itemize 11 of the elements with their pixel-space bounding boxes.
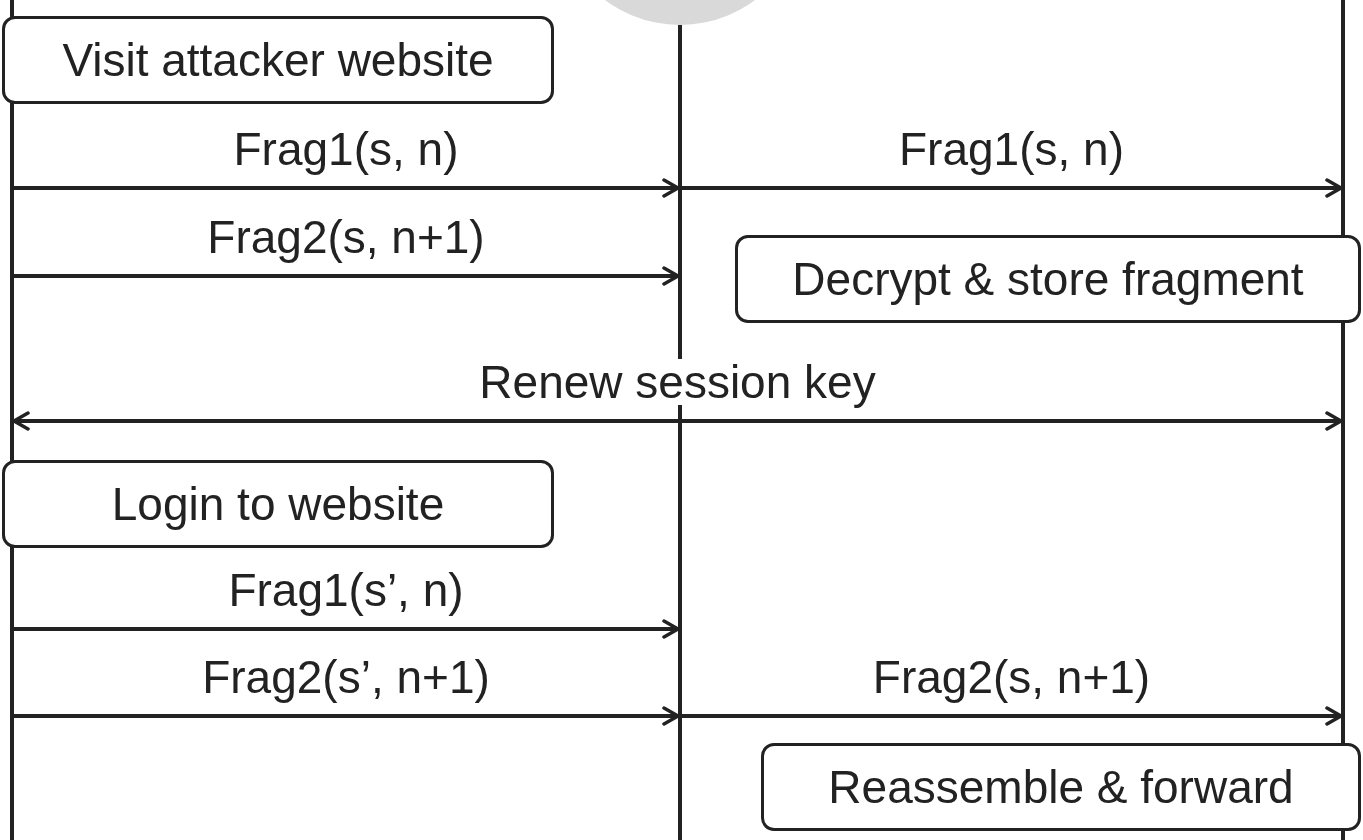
process-box: Decrypt & store fragment — [735, 235, 1361, 323]
process-box: Login to website — [2, 460, 554, 548]
arrow — [682, 178, 1343, 198]
arrow — [14, 619, 680, 639]
arrow — [682, 706, 1343, 726]
process-box: Reassemble & forward — [761, 743, 1361, 831]
arrow — [14, 266, 680, 286]
arrow — [14, 706, 680, 726]
double-arrow — [12, 411, 1343, 431]
arrow — [14, 178, 680, 198]
process-box: Visit attacker website — [2, 16, 554, 104]
